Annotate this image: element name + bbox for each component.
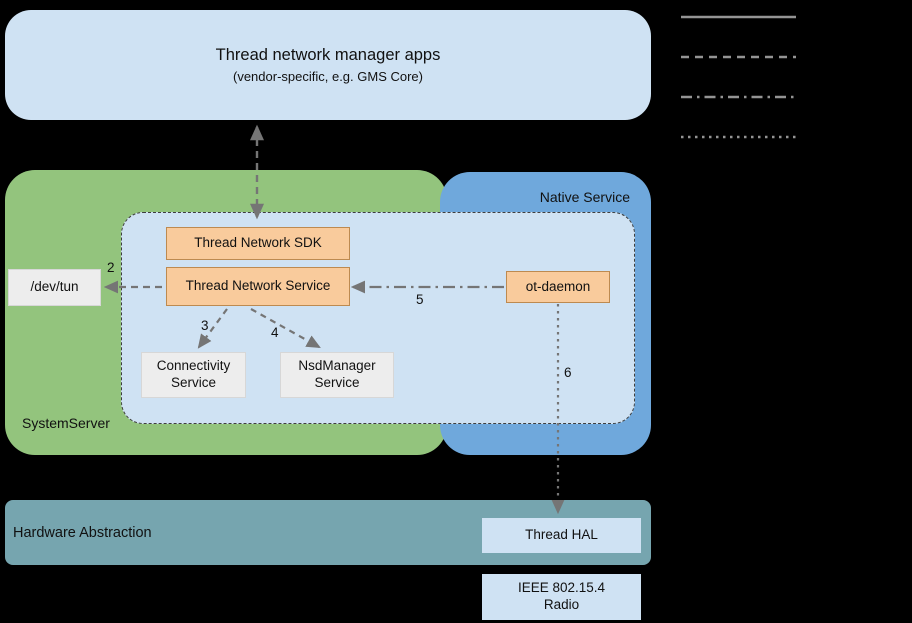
arrow-label-4: 4 <box>271 325 279 340</box>
thread-manager-apps-subtitle: (vendor-specific, e.g. GMS Core) <box>232 69 423 84</box>
connectivity-service-box: Connectivity Service <box>141 352 246 398</box>
thread-network-service-box: Thread Network Service <box>166 267 350 306</box>
arrow-label-5: 5 <box>416 292 424 307</box>
thread-manager-apps-title: Thread network manager apps <box>215 46 441 64</box>
native-service-label: Native Service <box>539 189 630 205</box>
arrow-label-2: 2 <box>107 260 115 275</box>
arrow-label-6: 6 <box>564 365 572 380</box>
thread-manager-apps-box: Thread network manager apps (vendor-spec… <box>5 10 651 120</box>
thread-hal-box: Thread HAL <box>482 518 641 553</box>
ieee-radio-box: IEEE 802.15.4 Radio <box>482 574 641 620</box>
thread-network-sdk-box: Thread Network SDK <box>166 227 350 260</box>
ot-daemon-box: ot-daemon <box>506 271 610 303</box>
hardware-abstraction-label: Hardware Abstraction <box>13 524 152 541</box>
system-server-label: SystemServer <box>22 415 110 431</box>
dev-tun-box: /dev/tun <box>8 269 101 306</box>
nsd-manager-service-box: NsdManager Service <box>280 352 394 398</box>
arrow-label-3: 3 <box>201 318 209 333</box>
